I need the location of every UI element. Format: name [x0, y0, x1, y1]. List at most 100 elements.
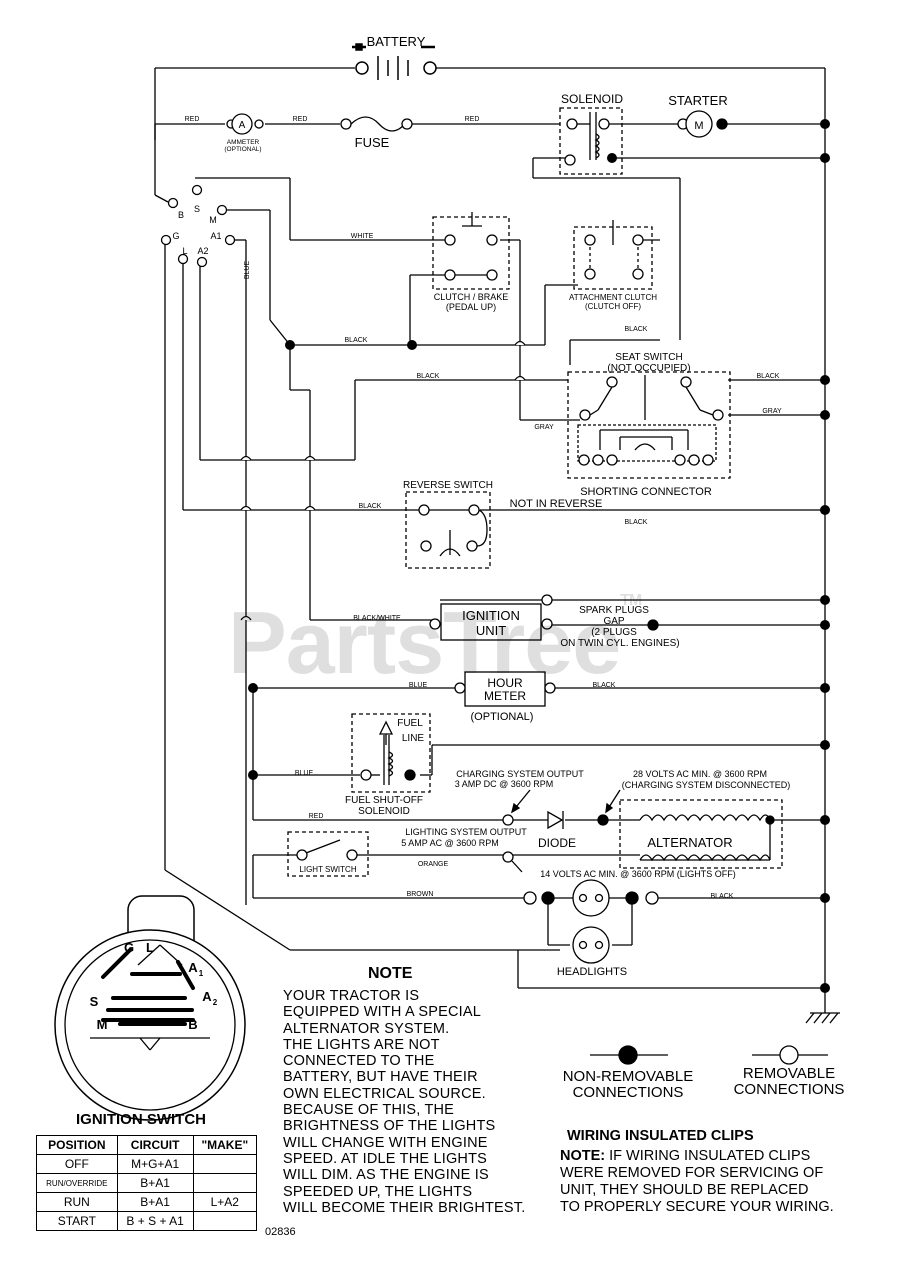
volts28-label: 28 VOLTS AC MIN. @ 3600 RPM: [633, 769, 767, 779]
term-a1: A1: [210, 231, 221, 241]
ignition-unit: [429, 594, 659, 641]
clutch-off-label: (CLUTCH OFF): [585, 302, 641, 311]
gap-label: GAP: [603, 616, 624, 627]
headlights-label: HEADLIGHTS: [557, 966, 627, 978]
light-switch-label: LIGHT SWITCH: [299, 865, 356, 874]
note-line: WILL DIM. AS THE ENGINE IS: [283, 1167, 489, 1184]
switch-a1-sub: 1: [199, 969, 204, 978]
table-row: START B + S + A1: [36, 1211, 258, 1231]
charging-output-label: CHARGING SYSTEM OUTPUT: [456, 769, 584, 779]
lighting-output-label: LIGHTING SYSTEM OUTPUT: [405, 827, 527, 837]
term-s: S: [194, 204, 200, 214]
reverse-switch-label: REVERSE SWITCH: [403, 480, 493, 491]
hour-meter-label-1: HOUR: [487, 676, 523, 690]
twin-cyl-label: ON TWIN CYL. ENGINES): [560, 638, 679, 649]
term-a2: A2: [197, 246, 208, 256]
note-line: SPEED. AT IDLE THE LIGHTS: [283, 1150, 488, 1167]
watermark-tm: TM: [620, 592, 642, 609]
note-line: YOUR TRACTOR IS: [283, 988, 420, 1004]
term-g: G: [172, 231, 179, 241]
table-cell: RUN/OVERRIDE: [36, 1173, 118, 1193]
table-row: RUN/OVERRIDE B+A1: [36, 1173, 258, 1193]
fuse-label: FUSE: [355, 135, 390, 150]
wire-gray-1: GRAY: [534, 424, 554, 431]
starter-label: STARTER: [668, 93, 727, 108]
drawing-code: 02836: [265, 1226, 296, 1238]
clips-note-label: NOTE:: [560, 1148, 606, 1164]
switch-a1: A: [188, 960, 198, 975]
legend-removable-label: REMOVABLE CONNECTIONS: [722, 1066, 856, 1098]
legend-non-removable-line2: CONNECTIONS: [572, 1084, 684, 1101]
fuse-symbol: [340, 116, 413, 132]
solenoid-symbol: [559, 107, 623, 175]
note-line: THE LIGHTS ARE NOT: [283, 1036, 440, 1053]
switch-s: S: [90, 994, 99, 1009]
note-line: WILL CHANGE WITH ENGINE: [283, 1134, 488, 1151]
clips-title: WIRING INSULATED CLIPS: [567, 1128, 754, 1144]
switch-g: G: [124, 940, 134, 955]
watermark: PartsTreeTM: [228, 592, 642, 694]
note-line: SPEEDED UP, THE LIGHTS: [283, 1183, 473, 1200]
volts14-label: 14 VOLTS AC MIN. @ 3600 RPM (LIGHTS OFF): [540, 869, 736, 879]
wire-red-2: RED: [293, 116, 308, 123]
pedal-up-label: (PEDAL UP): [446, 302, 496, 312]
switch-l: L: [146, 940, 154, 955]
clutch-brake-switch: [432, 212, 510, 290]
table-cell: RUN: [36, 1192, 118, 1212]
note-line: EQUIPPED WITH A SPECIAL: [283, 1004, 481, 1021]
spark-plugs-label: SPARK PLUGS: [579, 605, 649, 616]
seat-switch: [567, 371, 731, 479]
clips-line: IF WIRING INSULATED CLIPS: [605, 1148, 811, 1164]
reverse-switch: [405, 491, 491, 569]
diode-symbol: [547, 789, 621, 830]
charging-disc-label: (CHARGING SYSTEM DISCONNECTED): [622, 780, 791, 790]
ammeter-a: A: [239, 120, 246, 131]
note-line: WILL BECOME THEIR BRIGHTEST.: [283, 1199, 526, 1216]
table-cell: OFF: [36, 1154, 118, 1174]
wire-white: WHITE: [351, 233, 374, 240]
two-plugs-label: (2 PLUGS: [591, 627, 637, 638]
wire-black-8: BLACK: [711, 893, 734, 900]
note-body: YOUR TRACTOR IS EQUIPPED WITH A SPECIAL …: [283, 988, 573, 1216]
alternator: [619, 799, 783, 869]
table-cell: B+A1: [116, 1173, 194, 1193]
wire-red-3: RED: [465, 116, 480, 123]
attachment-clutch-label: ATTACHMENT CLUTCH: [569, 293, 657, 302]
wire-black-5: BLACK: [359, 503, 382, 510]
ammeter-optional: (OPTIONAL): [224, 146, 261, 153]
fuel-solenoid-label: SOLENOID: [358, 806, 410, 817]
seat-switch-label: SEAT SWITCH: [615, 352, 682, 363]
wire-black-1: BLACK: [345, 337, 368, 344]
clips-body: NOTE: IF WIRING INSULATED CLIPS WERE REM…: [560, 1148, 834, 1216]
not-occupied-label: (NOT OCCUPIED): [607, 363, 690, 374]
shorting-connector-label: SHORTING CONNECTOR: [580, 486, 712, 498]
table-cell: B+A1: [116, 1192, 194, 1212]
legend-removable-line1: REMOVABLE: [742, 1065, 836, 1082]
wire-black-2: BLACK: [625, 326, 648, 333]
table-row: OFF M+G+A1: [36, 1154, 258, 1174]
fuel-shutoff-solenoid: [351, 713, 431, 793]
diode-label: DIODE: [538, 836, 576, 850]
wire-black-4: BLACK: [757, 373, 780, 380]
note-line: ALTERNATOR SYSTEM.: [283, 1020, 450, 1037]
table-row: RUN B+A1 L+A2: [36, 1192, 258, 1212]
charging-amp-label: 3 AMP DC @ 3600 RPM: [455, 779, 554, 789]
switch-a2-sub: 2: [213, 998, 218, 1007]
clips-line: TO PROPERLY SECURE YOUR WIRING.: [560, 1199, 834, 1215]
switch-a2: A: [202, 989, 212, 1004]
table-cell: START: [36, 1211, 118, 1231]
ignition-switch-title: IGNITION SWITCH: [76, 1111, 206, 1128]
wire-blue-label: BLUE: [244, 261, 251, 280]
not-in-reverse-label: NOT IN REVERSE: [510, 498, 603, 510]
table-header: CIRCUIT: [116, 1135, 194, 1155]
wire-black-white: BLACK/WHITE: [353, 615, 401, 622]
hour-meter: [454, 671, 556, 707]
legend-removable-line2: CONNECTIONS: [733, 1081, 845, 1098]
table-cell: B + S + A1: [116, 1211, 194, 1231]
note-line: BRIGHTNESS OF THE LIGHTS: [283, 1118, 496, 1135]
switch-b: B: [188, 1017, 197, 1032]
term-l: L: [182, 246, 187, 256]
wire-gray-2: GRAY: [762, 408, 782, 415]
hour-meter-label-2: METER: [484, 689, 526, 703]
